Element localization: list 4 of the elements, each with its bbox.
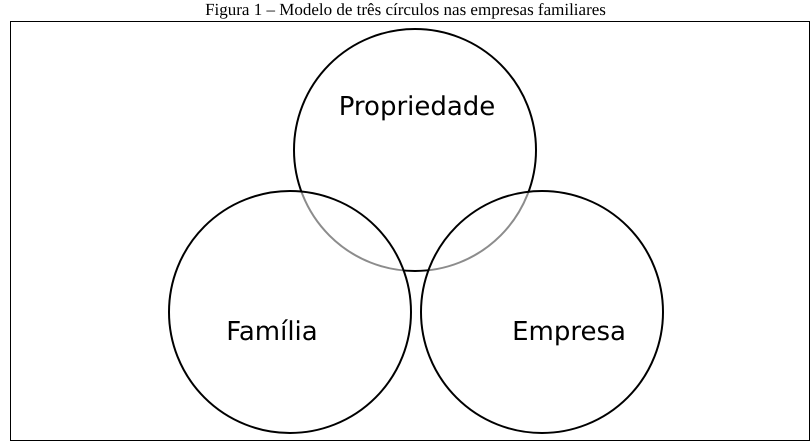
circle-label: Empresa	[512, 317, 626, 347]
circle-label: Família	[226, 317, 318, 347]
circle-label: Propriedade	[338, 92, 496, 122]
figure-title: Figura 1 – Modelo de três círculos nas empresas familiares	[204, 0, 607, 20]
